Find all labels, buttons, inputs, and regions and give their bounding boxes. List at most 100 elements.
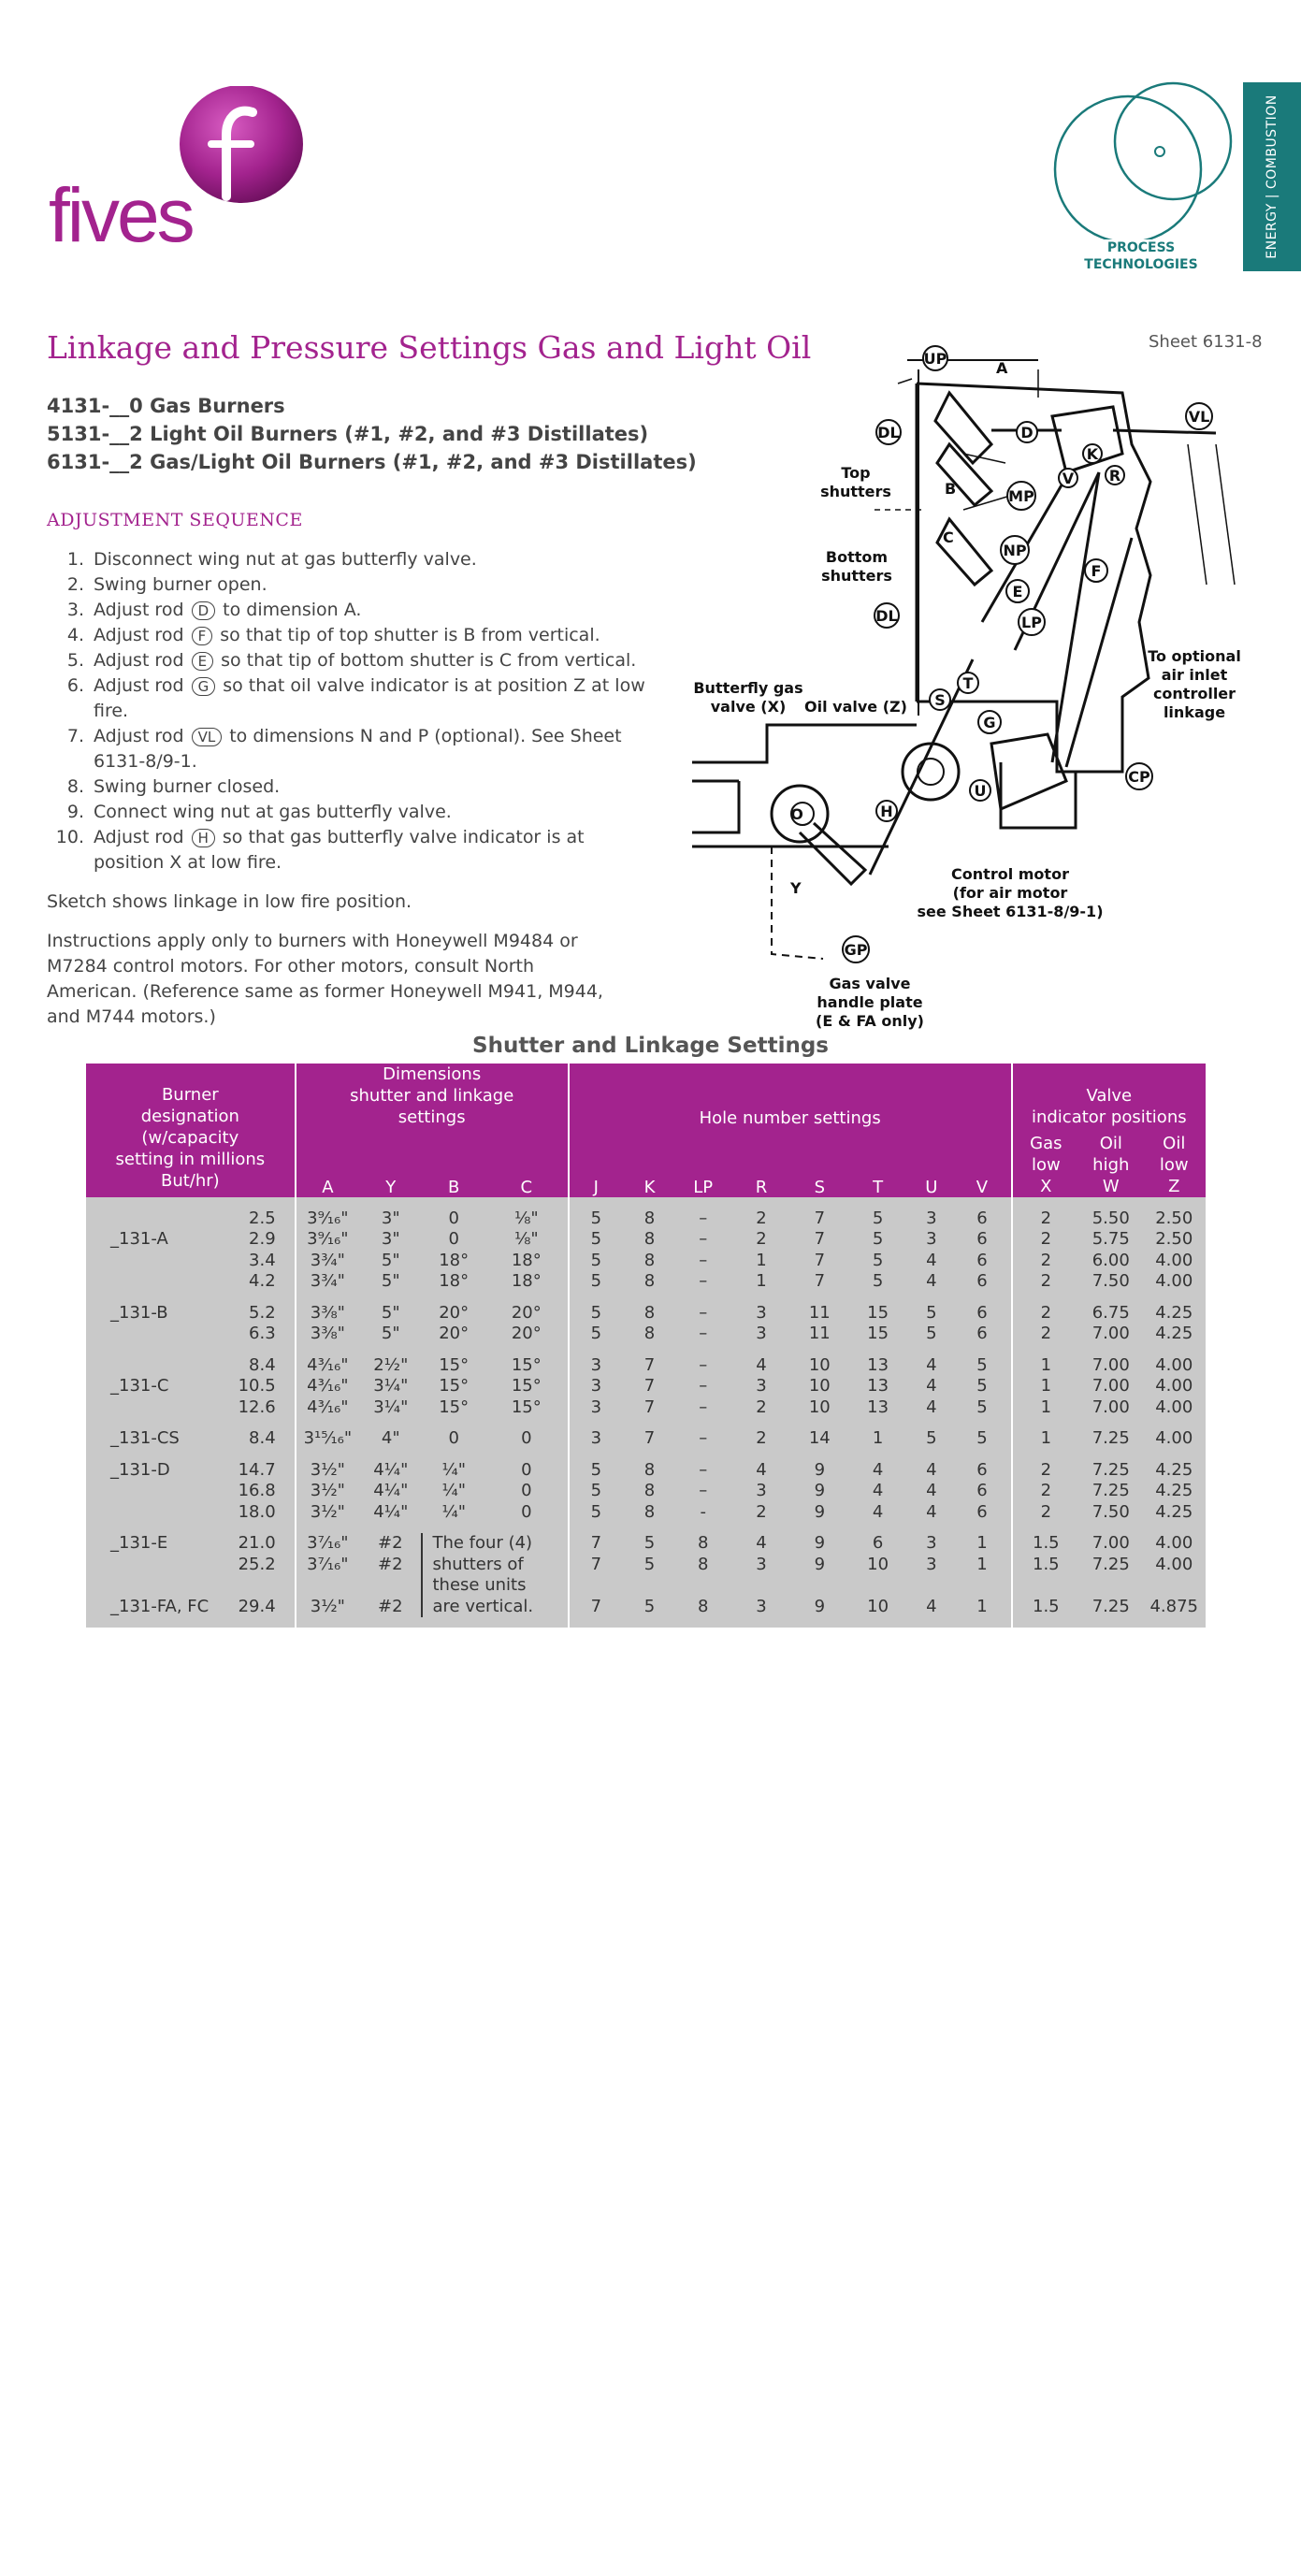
- cell-hole-lp: –: [699, 1354, 708, 1375]
- cell-hole-u: 4: [926, 1397, 937, 1417]
- cell-hole-v: 5: [953, 1375, 1013, 1397]
- cell-oil-low-z: 4.875: [1149, 1596, 1198, 1616]
- cell-gas-low-x: 2: [1040, 1250, 1052, 1270]
- cell-dim-c: 20°: [484, 1302, 570, 1324]
- burner-designation: _131-B: [110, 1302, 168, 1323]
- burner-designation: [86, 1324, 249, 1343]
- cell-gas-low-x: [1012, 1575, 1080, 1597]
- burner-designation-cell: 12.6: [86, 1397, 296, 1418]
- cell-hole-t: 5: [872, 1208, 884, 1228]
- header-col-j: J: [568, 1128, 623, 1197]
- step-number: 8.: [66, 776, 84, 797]
- model-line: 6131-__2 Gas/Light Oil Burners (#1, #2, …: [47, 451, 697, 473]
- burner-designation: _131-CS: [110, 1428, 180, 1449]
- cell-dim-a: 3¾": [310, 1250, 345, 1270]
- step-item: 7.Adjust rod VL to dimensions N and P (o…: [47, 724, 645, 774]
- cell-dim-b: 15°: [439, 1397, 470, 1417]
- step-number: 5.: [66, 650, 84, 671]
- label-control-motor: see Sheet 6131-8/9-1): [918, 903, 1104, 920]
- cell-hole-lp: –: [699, 1459, 708, 1480]
- spacer-row: [86, 1417, 1206, 1428]
- header-dimensions-line: settings: [398, 1107, 466, 1127]
- cell-hole-s: 10: [808, 1354, 831, 1375]
- label-dl: DL: [877, 424, 899, 441]
- cell-hole-u: 4: [926, 1250, 937, 1270]
- burner-capacity: 10.5: [238, 1376, 276, 1397]
- cell-gas-low-x: 1: [1040, 1428, 1052, 1449]
- cell-dim-b: ¼": [441, 1459, 467, 1480]
- cell-hole-r: 2: [756, 1208, 767, 1228]
- step-text-post: so that tip of bottom shutter is C from …: [221, 650, 637, 671]
- label-d: D: [1020, 424, 1033, 441]
- cell-hole-t: 10: [867, 1554, 889, 1574]
- cell-oil-high-w: 7.50: [1091, 1501, 1130, 1522]
- burner-designation: _131-E: [110, 1533, 168, 1554]
- step-text-pre: Adjust rod: [94, 675, 184, 696]
- step-text-pre: Adjust rod: [94, 625, 184, 645]
- cell-gas-low-x: 2: [1040, 1302, 1052, 1323]
- cell-dim-y: 4": [381, 1428, 400, 1449]
- cell-dim-c: 0: [484, 1501, 570, 1523]
- cell-hole-s: 7: [814, 1229, 826, 1250]
- header-col-z: Oil low Z: [1142, 1128, 1206, 1197]
- header-col-v: V: [953, 1128, 1013, 1197]
- cell-hole-j: 3: [590, 1354, 602, 1375]
- cell-dim-b: these units: [421, 1574, 570, 1596]
- label-y: Y: [789, 879, 802, 897]
- cell-hole-k: 8: [643, 1208, 656, 1228]
- cell-gas-low-x: 1: [1040, 1397, 1052, 1417]
- header-burner-line: setting in millions: [115, 1150, 266, 1169]
- burner-capacity: 6.3: [249, 1324, 276, 1344]
- step-text: Swing burner open.: [94, 572, 267, 598]
- cell-dim-a: 3½": [310, 1481, 345, 1501]
- cell-dim-a: 4³⁄₁₆": [307, 1376, 349, 1397]
- label-bottom-shutters: Bottom: [826, 548, 888, 566]
- label-s: S: [934, 691, 946, 709]
- step-text-pre: Swing burner open.: [94, 574, 267, 595]
- cell-hole-lp: –: [699, 1376, 708, 1397]
- step-number: 2.: [66, 574, 84, 595]
- burner-designation: [86, 1271, 249, 1291]
- burner-designation: _131-D: [110, 1459, 170, 1480]
- cell-oil-high-w: 7.25: [1091, 1596, 1130, 1616]
- burner-capacity: 2.9: [249, 1229, 276, 1250]
- label-e: E: [1013, 583, 1023, 601]
- cell-hole-u: 5: [926, 1324, 937, 1344]
- cell-hole-lp: [676, 1575, 730, 1597]
- cell-hole-lp: –: [699, 1250, 708, 1270]
- cell-oil-high-w: 5.50: [1091, 1208, 1130, 1228]
- cell-gas-low-x: 1: [1040, 1354, 1052, 1375]
- cell-hole-u: 4: [926, 1501, 937, 1522]
- header-col-w-letter: W: [1102, 1177, 1120, 1196]
- step-text-pre: Adjust rod: [94, 650, 184, 671]
- header-burner-line: But/hr): [160, 1171, 220, 1191]
- cell-dim-b: 0: [448, 1428, 459, 1449]
- cell-dim-a: 4³⁄₁₆": [307, 1354, 349, 1375]
- step-item: 1.Disconnect wing nut at gas butterfly v…: [47, 547, 645, 572]
- header-col-z-letter: Z: [1168, 1177, 1180, 1196]
- cell-oil-low-z: 2.50: [1155, 1208, 1193, 1228]
- cell-hole-s: 7: [814, 1250, 826, 1270]
- adjustment-steps: 1.Disconnect wing nut at gas butterfly v…: [47, 547, 645, 876]
- burner-capacity: 8.4: [249, 1428, 276, 1449]
- label-butterfly-valve: Butterfly gas: [693, 679, 802, 697]
- sheet-number: Sheet 6131-8: [1149, 332, 1263, 352]
- step-number: 10.: [55, 827, 84, 847]
- cell-gas-low-x: 2: [1040, 1229, 1052, 1250]
- burner-capacity: 2.5: [249, 1208, 276, 1228]
- cell-oil-high-w: 7.00: [1091, 1397, 1130, 1417]
- burner-designation: _131-C: [110, 1376, 169, 1397]
- cell-hole-s: 9: [814, 1501, 826, 1522]
- burner-designation-cell: 18.0: [86, 1501, 296, 1523]
- cell-dim-y: #2: [378, 1533, 403, 1554]
- cell-dim-y: 3": [381, 1208, 400, 1228]
- step-text: Adjust rod F so that tip of top shutter …: [94, 623, 600, 648]
- header-col-w: Oil high W: [1079, 1128, 1143, 1197]
- cell-hole-v: 6: [953, 1250, 1013, 1271]
- cell-hole-t: 4: [872, 1459, 884, 1480]
- cell-dim-y: 5": [381, 1250, 400, 1270]
- cell-hole-r: 4: [756, 1354, 767, 1375]
